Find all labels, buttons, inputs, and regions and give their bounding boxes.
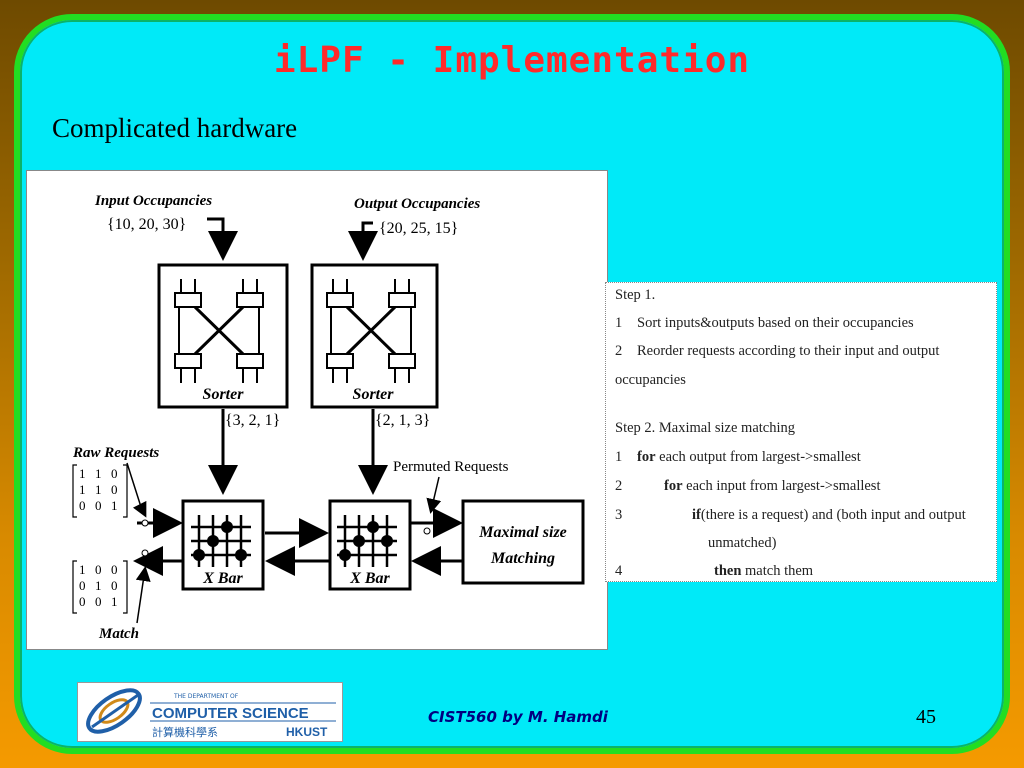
step2-line3-number: 3 xyxy=(615,507,623,523)
raw-requests-cell: 0 xyxy=(111,466,118,481)
slide-subtitle: Complicated hardware xyxy=(52,113,298,143)
xbar-1-label: X Bar xyxy=(202,570,243,587)
footer-credit: CIST560 by M. Hamdi xyxy=(428,708,608,726)
raw-requests-label: Raw Requests xyxy=(72,445,159,461)
sorter-2: Sorter xyxy=(310,263,439,409)
step2-line4-text: match them xyxy=(741,563,814,579)
keyword-for: for xyxy=(637,449,656,465)
step1-line2-text: Reorder requests according to their inpu… xyxy=(637,343,940,359)
keyword-for: for xyxy=(664,478,683,494)
algorithm-steps: Step 1. 1 Sort inputs&outputs based on t… xyxy=(605,282,997,582)
match-cell: 0 xyxy=(111,562,118,577)
keyword-then: then xyxy=(714,563,742,579)
logo-hkust: HKUST xyxy=(286,725,328,739)
raw-requests-cell: 1 xyxy=(95,482,102,497)
raw-requests-cell: 1 xyxy=(79,482,86,497)
step2-line1: for each output from largest->smallest xyxy=(637,449,861,466)
step1-line2-number: 2 xyxy=(615,343,623,359)
sorter-1-label: Sorter xyxy=(203,386,245,403)
raw-requests-cell: 1 xyxy=(79,466,86,481)
logo-chinese-text: 計算機科學系 xyxy=(152,725,218,739)
department-logo: THE DEPARTMENT OF COMPUTER SCIENCE 計算機科學… xyxy=(77,682,343,742)
maximal-matching-box: Maximal size Matching xyxy=(461,499,585,585)
raw-requests-cell: 1 xyxy=(95,466,102,481)
match-label: Match xyxy=(98,626,139,642)
step1-line1-number: 1 xyxy=(615,315,623,331)
raw-requests-cell: 0 xyxy=(95,498,102,513)
step2-line1-text: each output from largest->smallest xyxy=(655,449,861,465)
keyword-if: if xyxy=(692,507,701,523)
maximal-line1: Maximal size xyxy=(478,524,567,541)
match-cell: 1 xyxy=(111,594,118,609)
input-occupancies-values: {10, 20, 30} xyxy=(107,216,186,233)
xbar-2: X Bar xyxy=(328,499,412,591)
step2-title: Step 2. Maximal size matching xyxy=(615,420,796,436)
maximal-line2: Matching xyxy=(490,550,555,567)
match-cell: 1 xyxy=(95,578,102,593)
step2-line4: then match them xyxy=(714,563,813,580)
sorter-2-output: {2, 1, 3} xyxy=(375,412,430,429)
output-occupancies-values: {20, 25, 15} xyxy=(379,220,458,237)
step1-line1-text: Sort inputs&outputs based on their occup… xyxy=(637,315,914,331)
match-cell: 0 xyxy=(79,594,86,609)
xbar-2-label: X Bar xyxy=(349,570,390,587)
page-number: 45 xyxy=(916,706,936,728)
step2-line1-number: 1 xyxy=(615,449,623,465)
match-cell: 0 xyxy=(95,562,102,577)
step2-line2: for each input from largest->smallest xyxy=(664,478,880,495)
sorter-1: Sorter xyxy=(157,263,289,409)
raw-requests-cell: 1 xyxy=(111,498,118,513)
xbar-1: X Bar xyxy=(181,499,265,591)
match-cell: 0 xyxy=(95,594,102,609)
step2-line2-number: 2 xyxy=(615,478,623,494)
output-occupancies-label: Output Occupancies xyxy=(354,196,480,212)
input-occupancies-label: Input Occupancies xyxy=(94,193,212,209)
step2-line2-text: each input from largest->smallest xyxy=(682,478,881,494)
logo-small-text: THE DEPARTMENT OF xyxy=(173,693,239,700)
raw-requests-cell: 0 xyxy=(79,498,86,513)
step1-line2-cont: occupancies xyxy=(615,372,686,388)
match-cell: 1 xyxy=(79,562,86,577)
step1-title: Step 1. xyxy=(615,287,656,303)
logo-main-text: COMPUTER SCIENCE xyxy=(152,705,309,722)
raw-requests-cell: 0 xyxy=(111,482,118,497)
dept-emblem-icon xyxy=(86,688,142,734)
match-cell: 0 xyxy=(111,578,118,593)
step2-line3: if(there is a request) and (both input a… xyxy=(692,507,966,524)
hardware-diagram: Input Occupancies {10, 20, 30} Output Oc… xyxy=(26,170,608,650)
step2-line3-text: (there is a request) and (both input and… xyxy=(700,507,966,523)
permuted-requests-label: Permuted Requests xyxy=(393,459,509,475)
match-cell: 0 xyxy=(79,578,86,593)
sorter-2-label: Sorter xyxy=(353,386,395,403)
slide-title: iLPF - Implementation xyxy=(273,40,751,81)
sorter-1-output: {3, 2, 1} xyxy=(225,412,280,429)
step2-line4-number: 4 xyxy=(615,563,623,579)
step2-line3-cont: unmatched) xyxy=(708,535,777,551)
